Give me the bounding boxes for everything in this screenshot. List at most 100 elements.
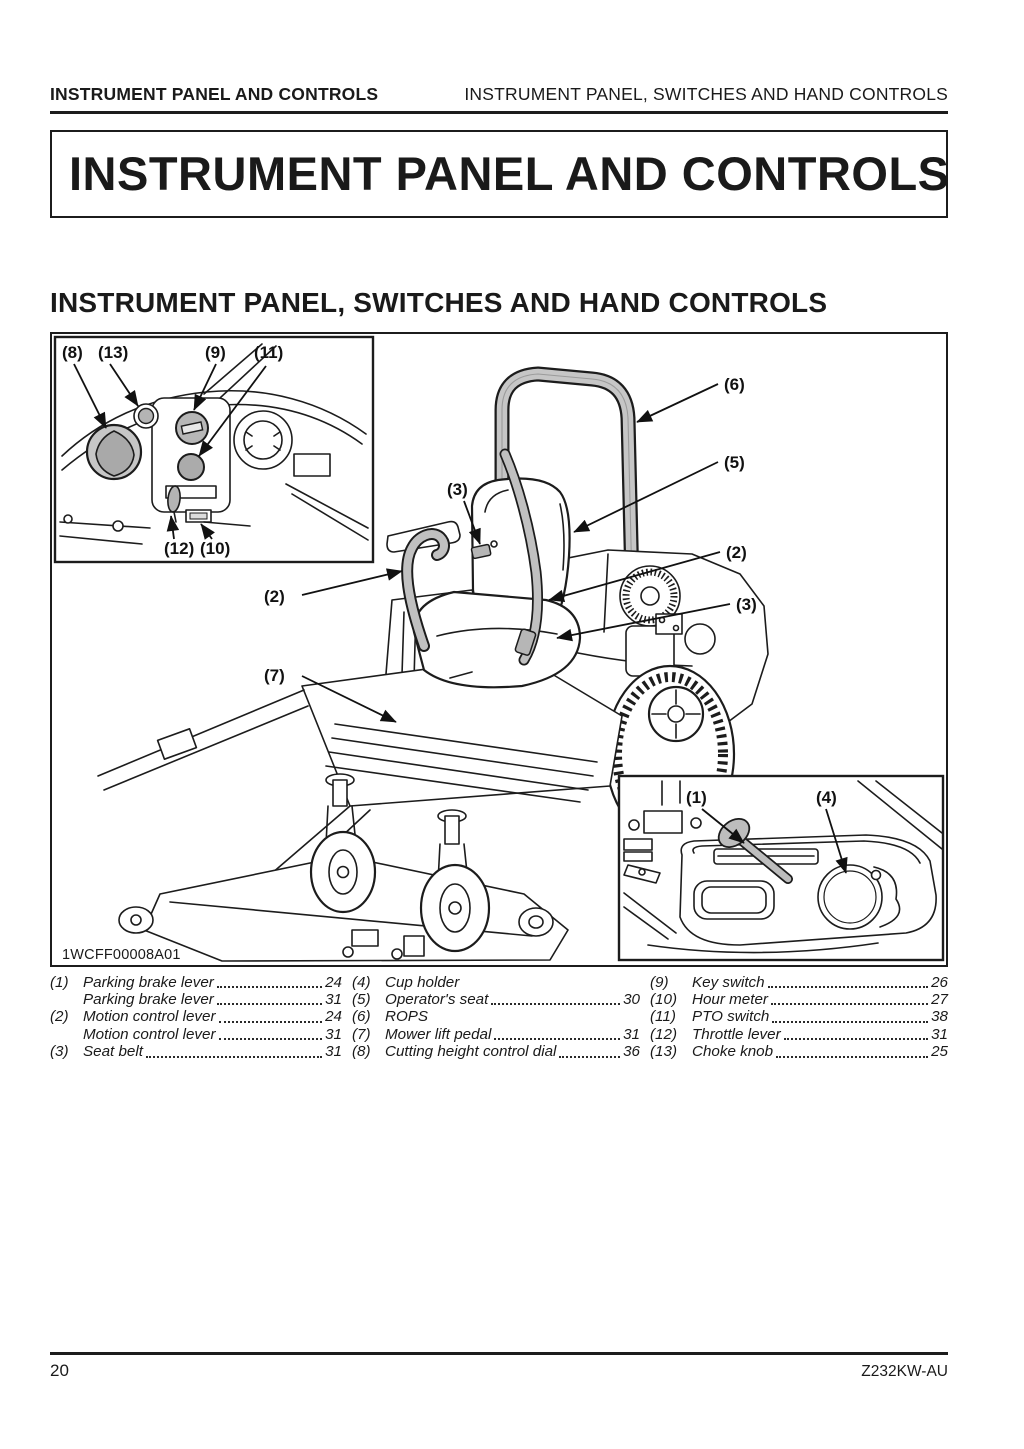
running-header: INSTRUMENT PANEL AND CONTROLS INSTRUMENT… bbox=[50, 0, 948, 105]
choke-knob bbox=[133, 402, 159, 429]
callout-5-label: (5) bbox=[724, 453, 745, 472]
cup-holder bbox=[817, 863, 901, 930]
legend-dot-leader bbox=[491, 1003, 621, 1006]
legend-entry-name: Cup holder bbox=[385, 973, 460, 991]
legend-dot-leader bbox=[218, 1038, 323, 1041]
legend-entry-number: (12) bbox=[650, 1025, 678, 1043]
legend-entry-page: 25 bbox=[931, 1043, 948, 1061]
document-code: Z232KW-AU bbox=[861, 1362, 948, 1380]
callout-6-arrow bbox=[636, 382, 719, 423]
callout-3-right-label: (3) bbox=[736, 595, 757, 614]
legend-entry-name: Seat belt bbox=[83, 1043, 143, 1061]
legend-entry-number: (2) bbox=[50, 1008, 69, 1026]
callout-5-arrow bbox=[573, 460, 719, 533]
chapter-title: INSTRUMENT PANEL AND CONTROLS bbox=[69, 147, 950, 200]
legend-entry-page: 31 bbox=[325, 1025, 342, 1043]
legend-entry-page: 31 bbox=[325, 990, 342, 1008]
inset-instrument-panel: (8) (13) (9) (11) (12) (10) bbox=[53, 335, 375, 563]
legend-entry-page: 24 bbox=[325, 1008, 342, 1026]
callout-8-arrow bbox=[73, 363, 107, 429]
legend-dot-leader bbox=[776, 1055, 929, 1058]
legend-entry-name: Cutting height control dial bbox=[385, 1043, 557, 1061]
legend-entry-page: 31 bbox=[931, 1025, 948, 1043]
legend-dot-leader bbox=[767, 985, 929, 988]
legend-dot-leader bbox=[216, 985, 323, 988]
operator-seat bbox=[386, 476, 582, 688]
callout-13-label: (13) bbox=[98, 343, 128, 362]
legend-entry-number: (1) bbox=[50, 973, 69, 991]
section-title: INSTRUMENT PANEL, SWITCHES AND HAND CONT… bbox=[50, 286, 828, 318]
pto-switch bbox=[177, 452, 205, 481]
callout-2-left-arrow bbox=[301, 567, 403, 596]
legend-entry-name: Parking brake lever bbox=[83, 990, 214, 1008]
legend-entry-name: PTO switch bbox=[692, 1008, 770, 1026]
legend-entry-name: Choke knob bbox=[692, 1043, 774, 1061]
front-casters bbox=[309, 772, 491, 952]
legend-entry: (2) Motion control lever 24 bbox=[50, 1008, 342, 1025]
callout-9-arrow bbox=[193, 363, 217, 411]
legend-entry: Parking brake lever 31 bbox=[50, 991, 342, 1008]
legend-entry: (12) Throttle lever 31 bbox=[650, 1026, 948, 1043]
callout-2-left-label: (2) bbox=[264, 587, 285, 606]
callout-7-label: (7) bbox=[264, 666, 285, 685]
main-callouts: (6) (5) (2) (3) (3) (2) (7) bbox=[264, 375, 757, 723]
running-header-chapter: INSTRUMENT PANEL AND CONTROLS bbox=[50, 84, 379, 104]
legend-entry-page: 27 bbox=[931, 990, 948, 1008]
legend-entry-name: Motion control lever bbox=[83, 1008, 216, 1026]
callout-3-left-label: (3) bbox=[447, 480, 468, 499]
motion-control-lever-left bbox=[401, 527, 450, 652]
legend-entry-page: 31 bbox=[325, 1043, 342, 1061]
callout-6-label: (6) bbox=[724, 375, 745, 394]
legend-entry: (13) Choke knob 25 bbox=[650, 1043, 948, 1060]
legend-entry-name: ROPS bbox=[385, 1008, 429, 1026]
legend-dot-leader bbox=[494, 1038, 621, 1041]
legend-entry: Motion control lever 31 bbox=[50, 1026, 342, 1043]
callout-10-arrow bbox=[200, 522, 215, 540]
legend-entry-number: (8) bbox=[352, 1043, 371, 1061]
footer-rule bbox=[50, 1352, 948, 1355]
legend-entry-name: Motion control lever bbox=[83, 1025, 216, 1043]
legend-entry-page: 30 bbox=[623, 990, 640, 1008]
legend-dot-leader bbox=[216, 1003, 323, 1006]
callout-1-label: (1) bbox=[686, 788, 707, 807]
callout-4-arrow bbox=[825, 808, 848, 874]
legend-entry: (4) Cup holder bbox=[352, 974, 640, 991]
legend-dot-leader bbox=[559, 1055, 621, 1058]
legend-entry: (8) Cutting height control dial 36 bbox=[352, 1043, 640, 1060]
seat-belt bbox=[470, 539, 537, 656]
legend-entry-page: 24 bbox=[325, 973, 342, 991]
key-switch bbox=[175, 410, 209, 445]
legend-entry-page: 31 bbox=[623, 1025, 640, 1043]
legend-entry-number: (4) bbox=[352, 973, 371, 991]
legend-dot-leader bbox=[770, 1003, 929, 1006]
figure-box: (6) (5) (2) (3) (3) (2) (7) bbox=[50, 331, 948, 967]
legend-entry-page: 26 bbox=[931, 973, 948, 991]
header-rule bbox=[50, 111, 948, 114]
legend-entry-number: (6) bbox=[352, 1008, 371, 1026]
legend-entry-name: Operator's seat bbox=[385, 990, 489, 1008]
callout-12-label: (12) bbox=[164, 539, 194, 558]
cutting-height-dial bbox=[85, 423, 143, 480]
legend-dot-leader bbox=[218, 1020, 323, 1023]
legend-dot-leader bbox=[772, 1020, 929, 1023]
legend-entry-number: (13) bbox=[650, 1043, 678, 1061]
legend-entry-number: (10) bbox=[650, 990, 678, 1008]
legend-entry-page: 36 bbox=[623, 1043, 640, 1061]
legend-entry-number: (3) bbox=[50, 1043, 69, 1061]
fuel-cap bbox=[233, 409, 293, 470]
callout-11-label: (11) bbox=[254, 343, 283, 362]
callout-2-right-label: (2) bbox=[726, 543, 747, 562]
inset-parking-brake: (1) (4) bbox=[617, 774, 945, 961]
rops-bar bbox=[494, 366, 640, 591]
legend-entry-name: Throttle lever bbox=[692, 1025, 781, 1043]
hour-meter bbox=[185, 508, 212, 523]
callout-10-label: (10) bbox=[200, 539, 230, 558]
callout-3-left-arrow bbox=[463, 500, 481, 545]
